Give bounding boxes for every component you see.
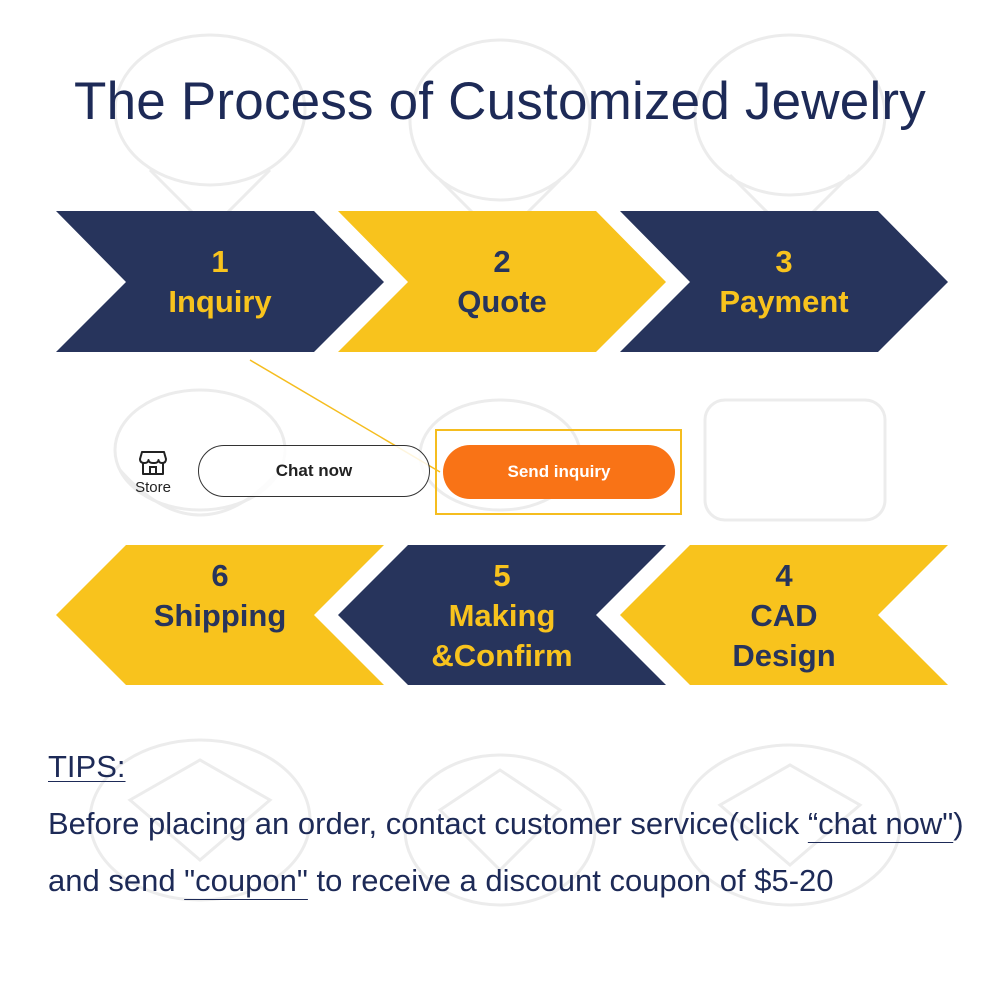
step-5-arrow: [338, 545, 666, 685]
store-button[interactable]: Store: [126, 450, 180, 500]
step-2-label: 2 Quote: [402, 242, 602, 322]
tips-text-middle: ) and send: [48, 806, 964, 898]
step-number: 4: [775, 558, 793, 593]
step-text: Payment: [719, 284, 849, 319]
step-text-2: &Confirm: [431, 638, 573, 673]
step-text: Shipping: [153, 598, 287, 633]
step-number: 2: [493, 244, 511, 279]
step-text: Making: [448, 598, 556, 633]
tips-heading: TIPS:: [48, 749, 126, 784]
chat-now-link[interactable]: “chat now": [807, 806, 954, 841]
step-5-label: 5 Making &Confirm: [402, 556, 602, 676]
step-3-arrow: [620, 211, 948, 352]
step-text: Inquiry: [168, 284, 272, 319]
step-1-arrow: [56, 211, 384, 352]
step-number: 5: [493, 558, 511, 593]
step-text-2: Design: [732, 638, 836, 673]
step-6-arrow: [56, 545, 384, 685]
send-inquiry-button[interactable]: Send inquiry: [443, 445, 675, 499]
tips-section: TIPS: Before placing an order, contact c…: [48, 738, 968, 909]
step-number: 3: [775, 244, 793, 279]
chat-now-button[interactable]: Chat now: [198, 445, 430, 497]
step-1-label: 1 Inquiry: [120, 242, 320, 322]
step-4-arrow: [620, 545, 948, 685]
step-4-label: 4 CAD Design: [684, 556, 884, 676]
tips-text-after: to receive a discount coupon of $5-20: [307, 863, 834, 898]
step-3-label: 3 Payment: [684, 242, 884, 322]
store-label: Store: [135, 479, 171, 496]
coupon-link[interactable]: "coupon": [184, 863, 308, 898]
store-icon: [139, 451, 167, 475]
tips-body: Before placing an order, contact custome…: [48, 795, 968, 909]
tips-text-before: Before placing an order, contact custome…: [48, 806, 808, 841]
step-6-label: 6 Shipping: [120, 556, 320, 636]
step-text: Quote: [457, 284, 547, 319]
step-number: 1: [211, 244, 229, 279]
step-2-arrow: [338, 211, 666, 352]
step-text: CAD: [750, 598, 818, 633]
page-title: The Process of Customized Jewelry: [74, 72, 926, 131]
send-inquiry-highlight: [435, 429, 682, 515]
step-number: 6: [211, 558, 229, 593]
